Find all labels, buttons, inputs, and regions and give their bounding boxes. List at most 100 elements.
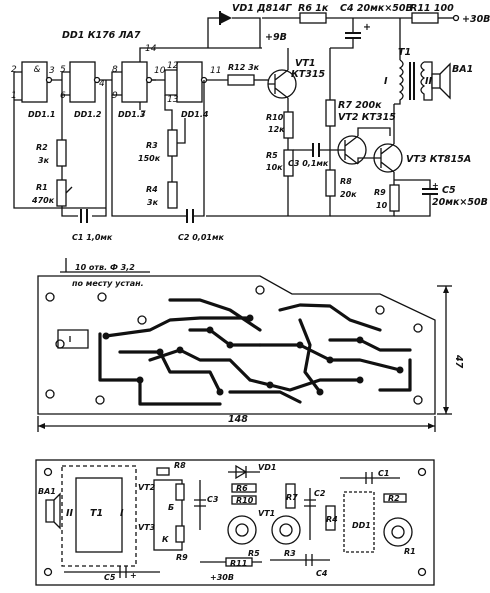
gate-dd1-2: DD1.2 5 6 4 [60,61,105,119]
schematic: DD1 К176 ЛА7 & DD1.1 2 1 3 DD1.2 5 6 4 D… [11,3,490,242]
svg-text:C1 1,0мк: C1 1,0мк [72,233,113,242]
svg-text:10 отв. Ф 3,2: 10 отв. Ф 3,2 [75,263,135,272]
svg-text:C2 0,01мк: C2 0,01мк [178,233,225,242]
r4-body [167,181,178,209]
svg-text:150к: 150к [138,154,161,163]
gate-dd1-1: & DD1.1 2 1 3 [11,61,55,119]
svg-text:DD1.4: DD1.4 [181,110,209,119]
svg-text:10: 10 [376,201,388,210]
svg-text:T1: T1 [90,508,103,519]
svg-text:4: 4 [99,79,105,89]
svg-text:C4 20мк×50В: C4 20мк×50В [340,3,413,14]
svg-text:BA1: BA1 [452,64,473,75]
svg-text:+: + [130,571,137,580]
svg-text:BA1: BA1 [38,487,56,496]
svg-text:R8: R8 [174,461,186,470]
svg-text:Б: Б [168,503,174,512]
svg-text:R4: R4 [326,515,338,524]
svg-text:R12 3к: R12 3к [228,63,260,72]
svg-text:+: + [363,22,371,33]
svg-text:T1: T1 [398,47,411,58]
pcb-pads [102,314,404,396]
svg-text:VD1 Д814Г: VD1 Д814Г [232,3,292,14]
r12-body [227,74,255,86]
svg-text:C5: C5 [104,573,116,582]
svg-text:6: 6 [60,91,66,101]
r10-body [283,111,294,139]
pcb-traces [98,298,412,406]
r3-body [167,129,178,157]
gate-dd1-3: DD1.3 8 9 10 7 14 [112,44,166,120]
svg-text:&: & [33,65,40,75]
svg-text:К: К [162,535,169,544]
svg-text:C3 0,1мк: C3 0,1мк [288,159,329,168]
svg-text:VT2: VT2 [138,483,156,492]
svg-text:C1: C1 [378,469,389,478]
pcb-board: 10 отв. Ф 3,2 по месту устан. [37,258,464,432]
svg-text:DD1.2: DD1.2 [74,110,102,119]
svg-text:R7: R7 [286,493,298,502]
svg-text:10к: 10к [266,163,283,172]
svg-text:20мк×50В: 20мк×50В [432,197,488,208]
svg-text:R2: R2 [36,143,48,152]
svg-text:VT2 КТ315: VT2 КТ315 [338,112,396,123]
svg-text:КТ315: КТ315 [291,69,325,80]
svg-text:по месту устан.: по месту устан. [72,279,144,288]
height-dimension: 47 [453,354,464,369]
svg-text:II: II [66,508,74,519]
component-layout: BA1 II T1 I VT2 VT3 Б К R8 R9 C3 VD1 R6 … [35,459,435,586]
r6-body [299,12,327,24]
svg-text:R11 100: R11 100 [410,3,454,14]
svg-text:VT1: VT1 [295,58,315,69]
svg-text:R5: R5 [266,151,278,160]
svg-text:R4: R4 [146,185,158,194]
svg-text:DD1: DD1 [352,521,371,530]
svg-text:R9: R9 [176,553,188,562]
svg-text:3: 3 [49,66,55,76]
r11-body [411,12,439,24]
svg-text:C3: C3 [207,495,219,504]
svg-text:2: 2 [11,65,17,75]
svg-text:R1: R1 [404,547,416,556]
svg-text:R5: R5 [248,549,260,558]
svg-text:3к: 3к [38,156,50,165]
width-dimension: 148 [228,414,248,425]
svg-text:8: 8 [112,65,118,75]
svg-text:10: 10 [154,66,166,76]
svg-text:VD1: VD1 [258,463,276,472]
svg-text:R11: R11 [230,559,247,568]
svg-text:R8: R8 [340,177,352,186]
svg-text:12к: 12к [268,125,285,134]
svg-text:5: 5 [60,65,66,75]
svg-text:3к: 3к [147,198,159,207]
svg-text:+30В: +30В [462,14,490,25]
svg-text:14: 14 [145,44,157,54]
r2-body [56,139,67,167]
svg-text:13: 13 [167,95,179,105]
svg-text:DD1.1: DD1.1 [28,110,55,119]
svg-text:470к: 470к [31,196,55,205]
svg-text:+30В: +30В [210,573,234,582]
svg-text:+: + [432,181,439,190]
svg-text:DD1.3: DD1.3 [118,110,146,119]
svg-text:9: 9 [112,91,118,101]
svg-text:R1: R1 [36,183,48,192]
ic-label: DD1 К176 ЛА7 [62,30,141,41]
svg-text:R3: R3 [146,141,158,150]
svg-text:II: II [425,76,433,87]
r1-body [56,179,67,207]
svg-text:I: I [384,76,388,87]
svg-text:R3: R3 [284,549,296,558]
svg-text:C2: C2 [314,489,326,498]
r9-body [389,184,400,212]
r8-body [325,169,336,197]
svg-text:7: 7 [140,110,146,120]
gate-dd1-4: DD1.4 12 13 11 [167,61,221,119]
svg-text:I: I [120,508,124,519]
svg-text:R6: R6 [236,484,248,493]
svg-text:20к: 20к [340,190,357,199]
svg-text:R2: R2 [388,494,400,503]
r7-body [325,99,336,127]
svg-text:R9: R9 [374,188,386,197]
